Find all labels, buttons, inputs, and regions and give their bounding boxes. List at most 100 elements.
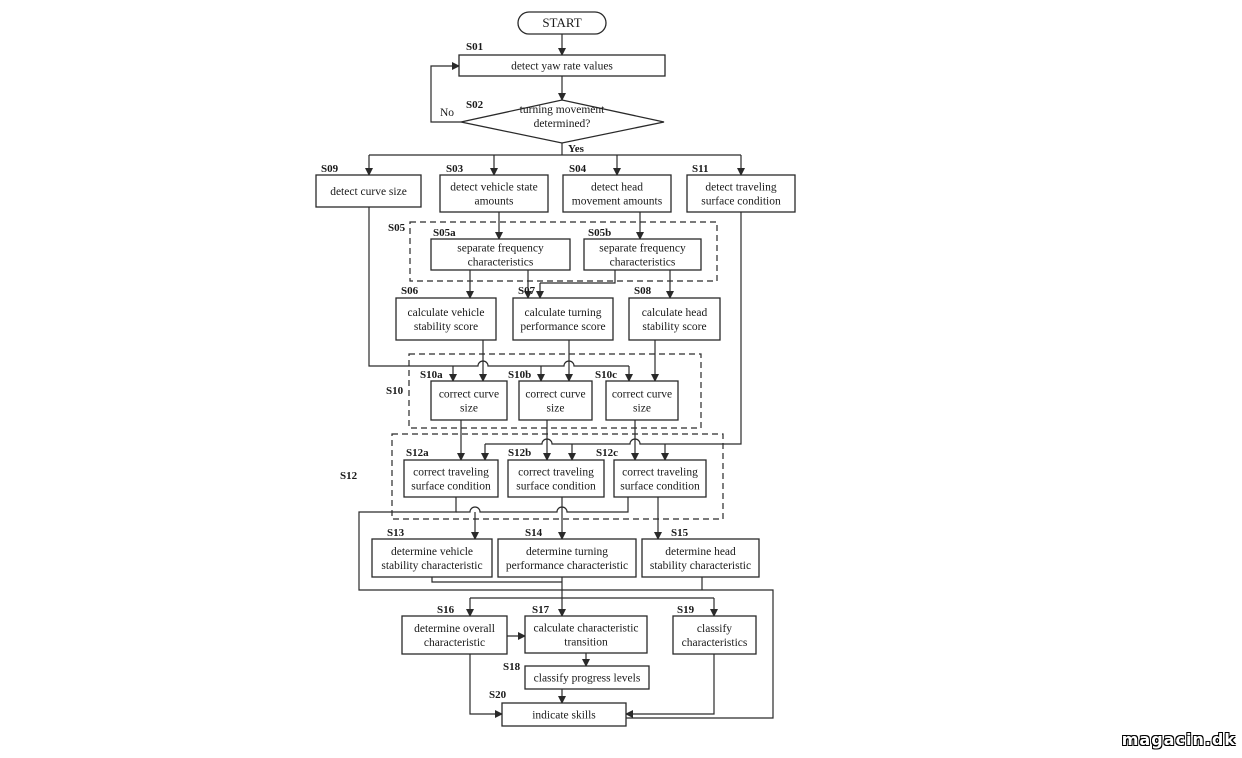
step-text-s09-1: detect curve size: [330, 186, 407, 198]
step-id-s20: S20: [489, 689, 507, 701]
step-text-s03-2: amounts: [475, 196, 514, 208]
step-text-s12c-2: surface condition: [620, 481, 700, 493]
step-id-s05a: S05a: [433, 227, 456, 239]
step-text-s02-1: turning movement: [520, 104, 605, 116]
step-id-s06: S06: [401, 285, 419, 297]
step-text-s15-2: stability characteristic: [650, 560, 751, 572]
step-id-s02: S02: [466, 99, 484, 111]
step-text-s05b-1: separate frequency: [599, 243, 686, 255]
group-label-s12: S12: [340, 470, 358, 482]
step-text-s08-2: stability score: [642, 321, 706, 333]
start-terminal: START: [517, 11, 607, 35]
step-box-s13: [371, 538, 493, 578]
step-text-s04-1: detect head: [591, 182, 643, 194]
step-text-s06-2: stability score: [414, 321, 478, 333]
step-s15: S15 determine head stability characteristi…: [641, 527, 760, 578]
step-id-s12a: S12a: [406, 447, 429, 459]
step-text-s01-1: detect yaw rate values: [511, 61, 613, 73]
step-s05b: S05b separate frequency characteristics: [583, 227, 702, 271]
step-id-s03: S03: [446, 163, 464, 175]
group-label-s10: S10: [386, 385, 404, 397]
step-id-s17: S17: [532, 604, 550, 616]
step-id-s16: S16: [437, 604, 455, 616]
step-text-s05a-1: separate frequency: [457, 243, 544, 255]
step-id-s10c: S10c: [595, 369, 617, 381]
step-text-s12b-1: correct traveling: [518, 467, 594, 479]
step-s02: S02 turning movement determined?: [466, 99, 605, 130]
step-s07: S07 calculate turning performance score: [512, 285, 614, 341]
step-text-s10b-2: size: [547, 403, 565, 415]
no-label: No: [440, 107, 454, 119]
step-box-s12c: [613, 459, 707, 498]
step-text-s11-2: surface condition: [701, 196, 781, 208]
step-text-s15-1: determine head: [665, 546, 736, 558]
step-box-s04: [562, 174, 672, 213]
step-s04: S04 detect head movement amounts: [562, 163, 672, 213]
step-text-s02-2: determined?: [534, 118, 591, 130]
group-box-s12: [391, 433, 724, 520]
step-text-s10c-2: size: [633, 403, 651, 415]
step-box-s19: [672, 615, 757, 655]
step-box-s05b: [583, 238, 702, 271]
step-text-s12c-1: correct traveling: [622, 467, 698, 479]
step-id-s04: S04: [569, 163, 587, 175]
step-text-s17-1: calculate characteristic: [533, 623, 638, 635]
watermark-logo: magacin.dk: [1121, 730, 1236, 749]
step-id-s08: S08: [634, 285, 652, 297]
step-id-s13: S13: [387, 527, 405, 539]
step-text-s10a-1: correct curve: [439, 389, 499, 401]
step-text-s06-1: calculate vehicle: [408, 307, 485, 319]
step-box-s14: [497, 538, 637, 578]
step-text-s17-2: transition: [564, 637, 608, 649]
step-box-s16: [401, 615, 508, 655]
step-s20: S20 indicate skills: [489, 689, 627, 727]
step-text-s04-2: movement amounts: [572, 196, 663, 208]
step-text-s12b-2: surface condition: [516, 481, 596, 493]
step-box-s10a: [430, 380, 508, 421]
step-s10c: S10c correct curve size: [595, 369, 679, 421]
step-box-s20: [501, 702, 627, 727]
step-text-s07-1: calculate turning: [525, 307, 602, 319]
step-box-s07: [512, 297, 614, 341]
step-id-s05b: S05b: [588, 227, 611, 239]
step-box-s12b: [507, 459, 605, 498]
group-label-s05: S05: [388, 222, 406, 234]
step-box-s17: [524, 615, 648, 654]
decision-diamond: [460, 99, 665, 144]
step-text-s20-1: indicate skills: [532, 710, 596, 722]
step-text-s13-2: stability characteristic: [381, 560, 482, 572]
step-text-s10c-1: correct curve: [612, 389, 672, 401]
step-id-s15: S15: [671, 527, 689, 539]
step-id-s12b: S12b: [508, 447, 531, 459]
step-box-s08: [628, 297, 721, 341]
step-text-s14-2: performance characteristic: [506, 560, 628, 572]
step-text-s14-1: determine turning: [526, 546, 608, 558]
step-box-s03: [439, 174, 549, 213]
step-text-s07-2: performance score: [520, 321, 605, 333]
connectors: [358, 33, 774, 719]
step-text-s10b-1: correct curve: [525, 389, 585, 401]
step-id-s07: S07: [518, 285, 536, 297]
step-box-s12a: [403, 459, 499, 498]
step-text-s05b-2: characteristics: [610, 257, 676, 269]
step-text-s05a-2: characteristics: [468, 257, 534, 269]
step-box-s11: [686, 174, 796, 213]
step-s06: S06 calculate vehicle stability score: [395, 285, 497, 341]
step-box-s05a: [430, 238, 571, 271]
